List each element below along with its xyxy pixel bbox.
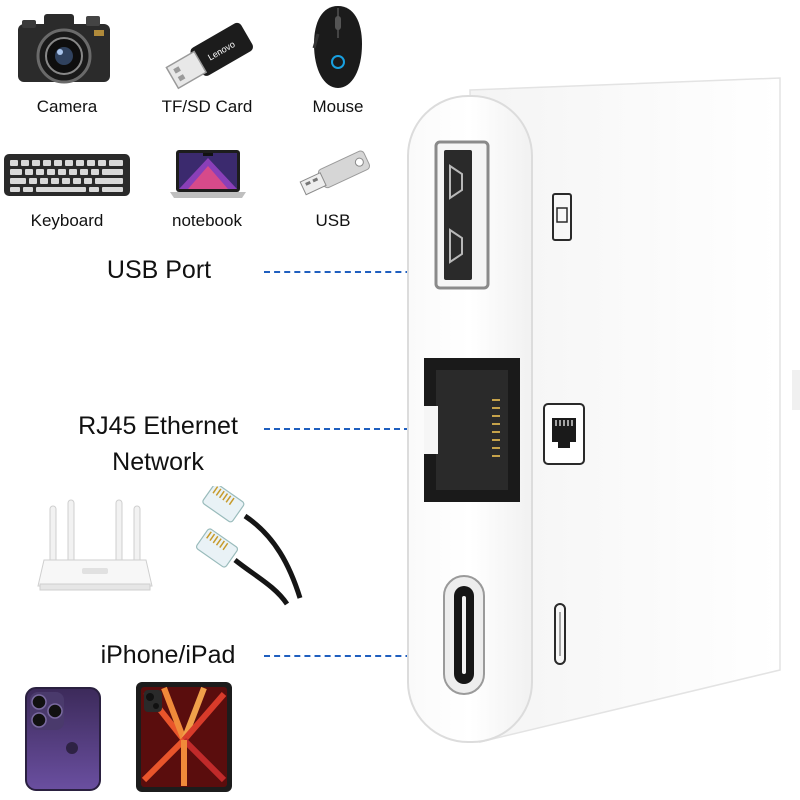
rj45-label-line2: Network <box>112 448 204 476</box>
lightning-label: iPhone/iPad <box>100 641 236 669</box>
ethernet-symbol-icon <box>543 403 585 465</box>
tfsd-label: TF/SD Card <box>161 97 253 116</box>
mouse-icon <box>308 4 368 90</box>
usb-port-label: USB Port <box>106 256 212 284</box>
usb-port-leader <box>264 271 462 273</box>
mouse-label: Mouse <box>312 97 364 116</box>
lightning-symbol-icon <box>554 603 566 665</box>
usb-label: USB <box>315 211 351 230</box>
card-reader-icon: Lenovo <box>160 20 260 90</box>
camera-label: Camera <box>36 97 98 116</box>
ethernet-cable-icon <box>195 486 310 606</box>
keyboard-label: Keyboard <box>30 211 104 230</box>
iphone-icon <box>24 686 102 792</box>
usb-drive-icon <box>292 148 376 200</box>
notebook-icon <box>168 148 248 200</box>
keyboard-icon <box>2 150 132 200</box>
camera-icon <box>14 6 114 88</box>
usb-symbol-icon <box>552 193 572 241</box>
lightning-leader <box>264 655 462 657</box>
adapter-body <box>400 70 800 750</box>
notebook-label: notebook <box>172 211 242 230</box>
rj45-label-line1: RJ45 Ethernet <box>78 412 238 440</box>
ipad-icon <box>134 680 234 794</box>
router-icon <box>30 498 160 598</box>
rj45-leader <box>264 428 460 430</box>
